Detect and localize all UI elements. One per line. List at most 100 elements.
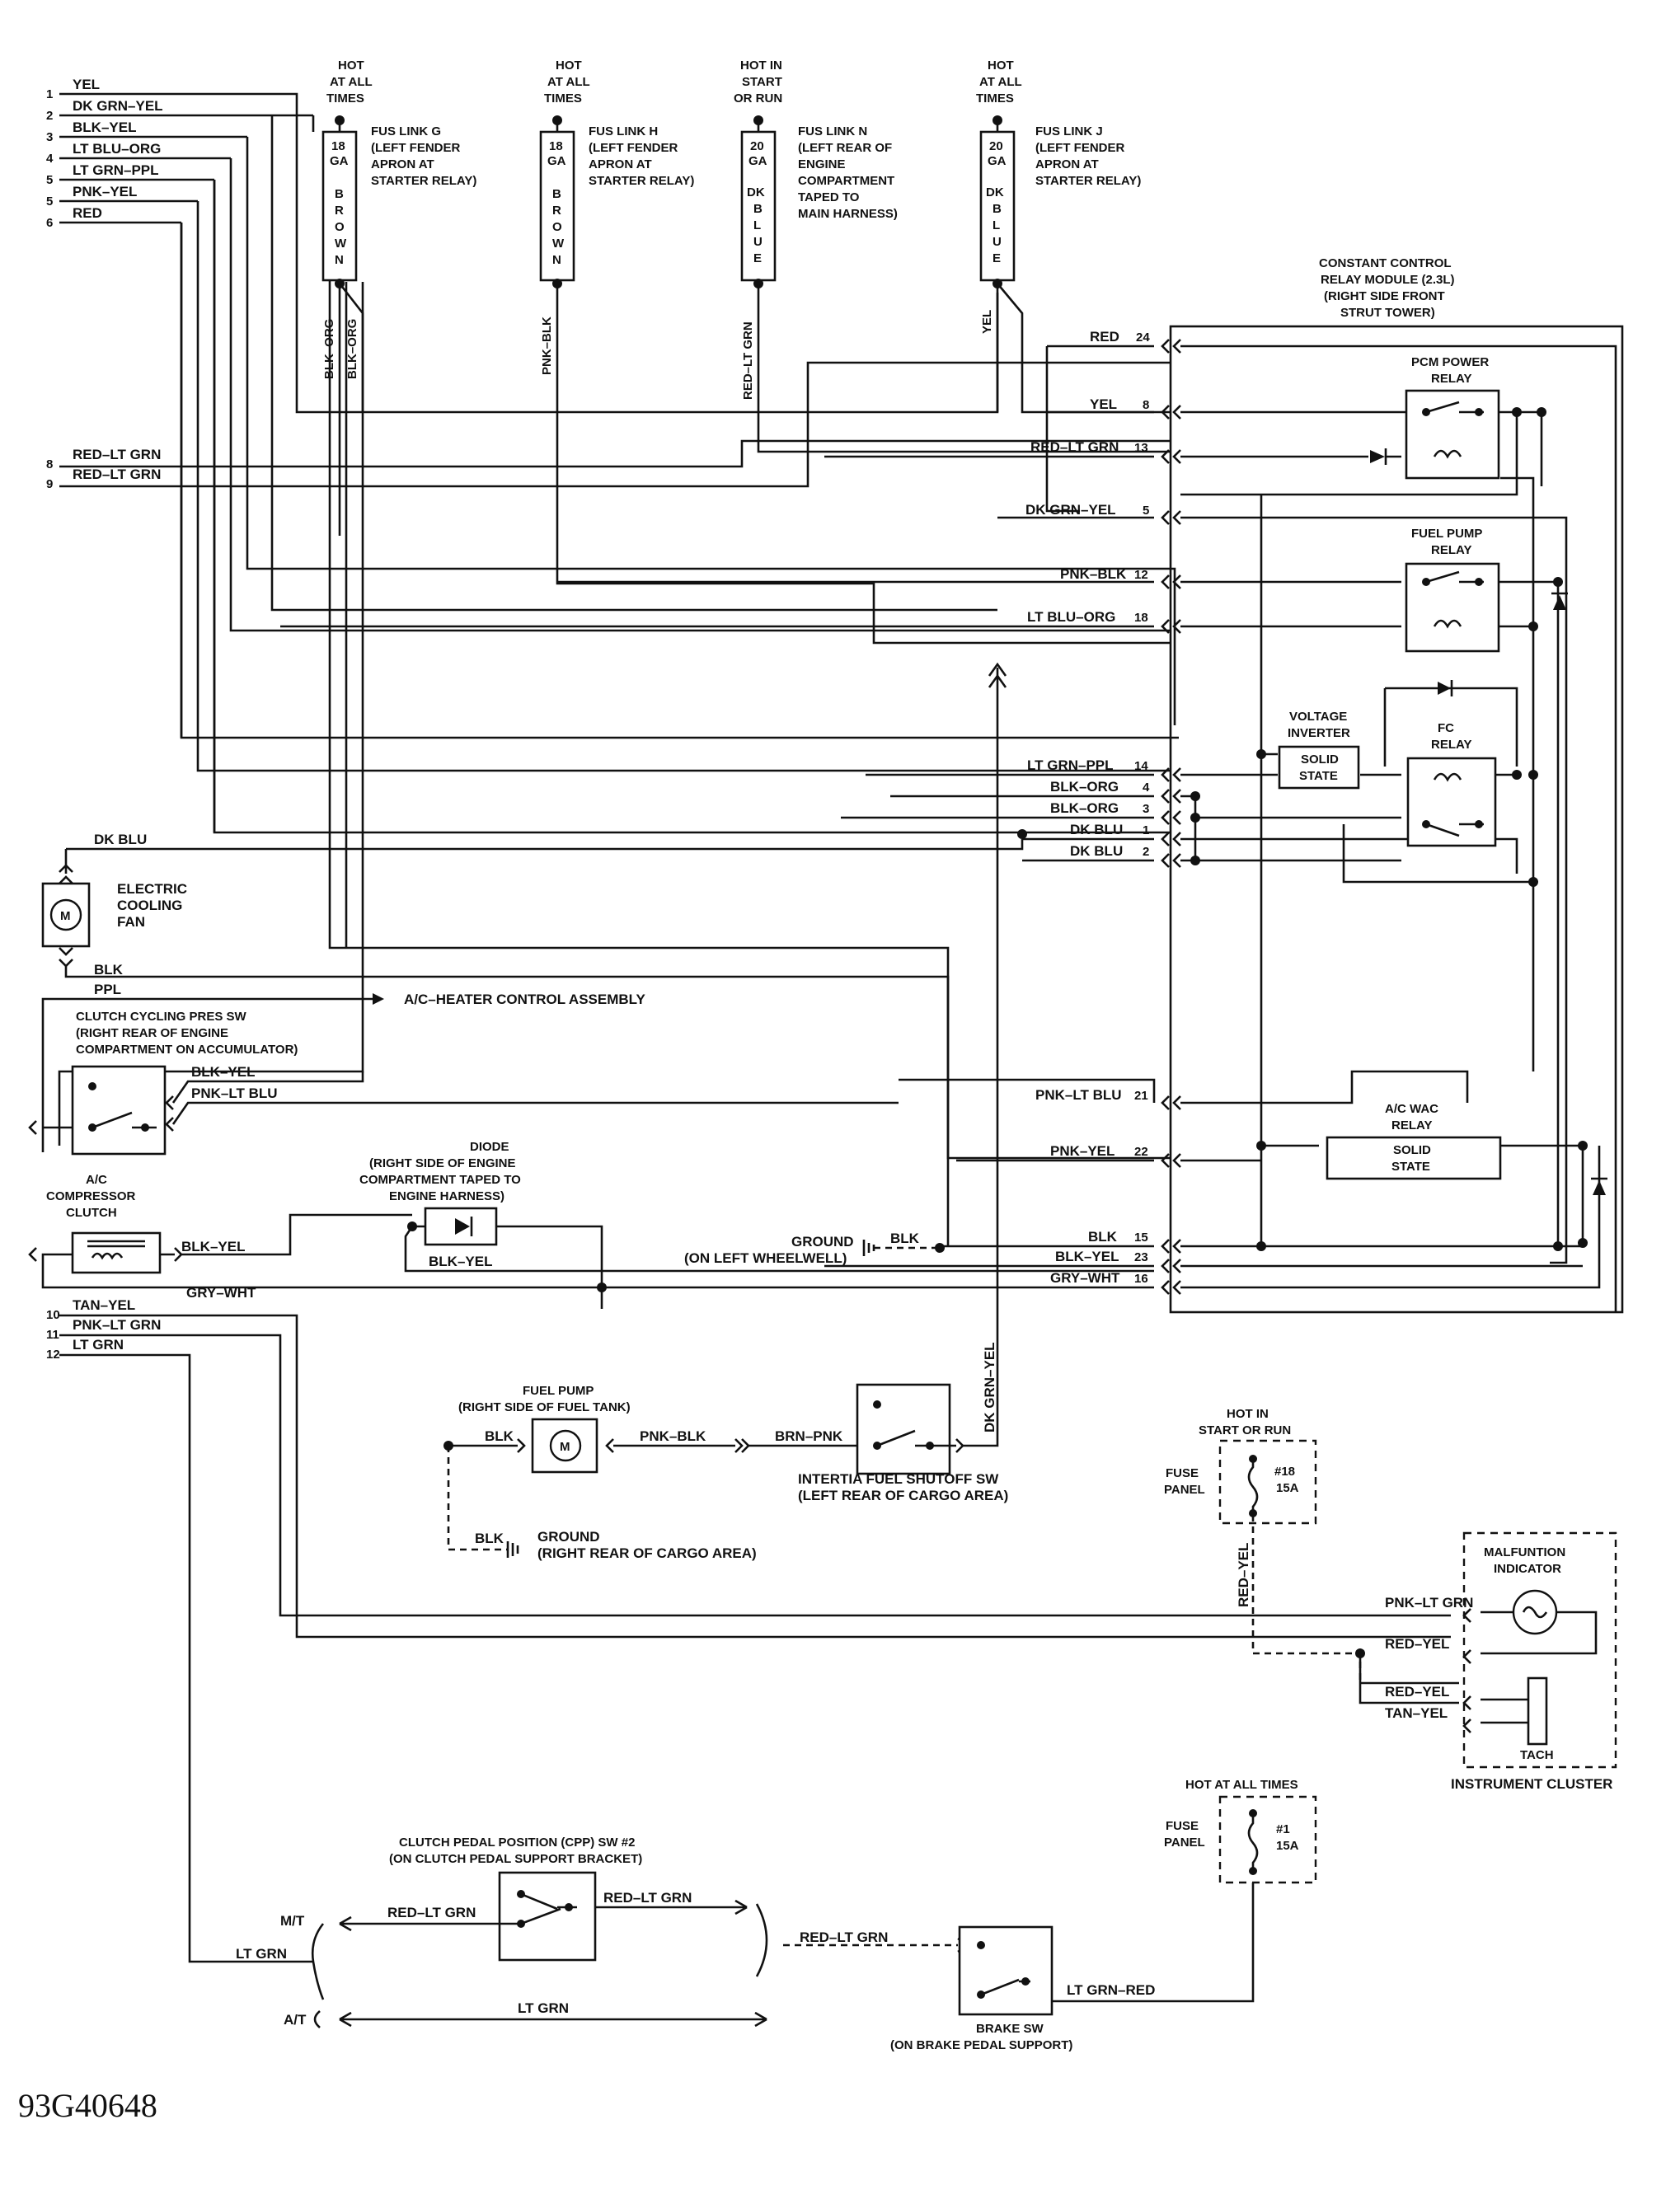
ground-rear-cargo: BLK GROUND (RIGHT REAR OF CARGO AREA) xyxy=(475,1529,757,1561)
fuse-h-name: FUS LINK H xyxy=(589,124,658,138)
compressor-wire-1: BLK–YEL xyxy=(181,1239,245,1254)
fuse-j-gauge-1: 20 xyxy=(989,139,1003,153)
pin-3-num: 3 xyxy=(46,130,53,144)
fuse-n-hot-3: OR RUN xyxy=(734,91,782,105)
brake-label-1: BRAKE SW xyxy=(976,2022,1044,2036)
voltage-inverter xyxy=(1278,745,1360,790)
tach-label: TACH xyxy=(1520,1748,1554,1762)
fan-motor-symbol: M xyxy=(60,909,71,923)
fuse-j-loc-1: (LEFT FENDER xyxy=(1035,141,1124,155)
inertia-fuel-shutoff-switch: DK GRN–YEL INTERTIA FUEL SHUTOFF SW (LEF… xyxy=(798,662,1008,1503)
mil-label-2: INDICATOR xyxy=(1494,1562,1561,1576)
fp-wire-blk: BLK xyxy=(485,1428,514,1444)
figure-id: 93G40648 xyxy=(18,2087,157,2124)
fuse-g-body xyxy=(321,130,358,282)
fc-relay-title-1: FC xyxy=(1438,721,1454,735)
mpin-23-num: 23 xyxy=(1134,1250,1148,1264)
fuse-g-name: FUS LINK G xyxy=(371,124,441,138)
gnd-left-label-2: (ON LEFT WHEELWELL) xyxy=(684,1250,847,1266)
fuse-h-gauge-2: GA xyxy=(547,154,566,168)
pin-9-num: 9 xyxy=(46,477,53,491)
diode-icon xyxy=(1438,680,1453,696)
compressor-label-3: CLUTCH xyxy=(66,1206,117,1220)
module-title-1: CONSTANT CONTROL xyxy=(1319,256,1452,270)
module-title-2: RELAY MODULE (2.3L) xyxy=(1321,273,1455,287)
fuse1-hot: HOT AT ALL TIMES xyxy=(1185,1778,1298,1792)
pin-5-wire: LT GRN–PPL xyxy=(73,162,159,178)
fuse1-rating-1: #1 xyxy=(1276,1822,1290,1836)
fan-label-1: ELECTRIC xyxy=(117,881,187,897)
harness-diode: DIODE (RIGHT SIDE OF ENGINE COMPARTMENT … xyxy=(359,1140,1154,1309)
ac-wac-relay xyxy=(1326,1136,1502,1180)
mpin-18-wire: LT BLU–ORG xyxy=(1027,609,1115,625)
cluster-name: INSTRUMENT CLUSTER xyxy=(1451,1776,1612,1792)
fuse-j-hot-3: TIMES xyxy=(976,91,1014,105)
fuse18-panel-1: FUSE xyxy=(1166,1466,1199,1480)
diode-icon xyxy=(1591,1177,1607,1195)
pcm-relay-title-2: RELAY xyxy=(1431,372,1471,386)
fuse-g-loc-1: (LEFT FENDER xyxy=(371,141,460,155)
pcm-relay-title-1: PCM POWER xyxy=(1411,355,1489,369)
fuse18-panel-2: PANEL xyxy=(1164,1483,1205,1497)
fuel-pump-label-1: FUEL PUMP xyxy=(523,1384,594,1398)
fuse-n-gauge-1: 20 xyxy=(750,139,764,153)
mpin-23-wire: BLK–YEL xyxy=(1055,1249,1119,1264)
ccps-body xyxy=(71,1065,167,1156)
instrument-cluster: MALFUNTION INDICATOR TACH PNK–LT GRN RED… xyxy=(1355,1531,1617,1792)
mpin-22-num: 22 xyxy=(1134,1145,1148,1159)
diode-label-3: COMPARTMENT TAPED TO xyxy=(359,1173,521,1187)
mpin-1-num: 1 xyxy=(1143,823,1149,837)
mpin-12-wire: PNK–BLK xyxy=(1060,566,1127,582)
fuse-n-loc-5: MAIN HARNESS) xyxy=(798,207,898,221)
ground-left-wheelwell: GROUND (ON LEFT WHEELWELL) BLK xyxy=(684,1231,945,1266)
cluster-wire-1: PNK–LT GRN xyxy=(1385,1595,1473,1611)
fuse-j-name: FUS LINK J xyxy=(1035,124,1103,138)
fp-relay-title-1: FUEL PUMP xyxy=(1411,527,1482,541)
module-pin-chevrons xyxy=(1161,339,1181,1295)
mpin-24-num: 24 xyxy=(1136,331,1150,345)
wac-relay-title-1: A/C WAC xyxy=(1385,1102,1438,1116)
pin-12-wire: LT GRN xyxy=(73,1337,124,1353)
fuel-pump-motor-icon xyxy=(549,1429,582,1462)
ccps-label-2: (RIGHT REAR OF ENGINE xyxy=(76,1026,228,1040)
pin-10-wire: TAN–YEL xyxy=(73,1297,135,1313)
mpin-2-num: 2 xyxy=(1143,845,1149,859)
mpin-22-wire: PNK–YEL xyxy=(1050,1143,1115,1159)
fuse-n-loc-3: COMPARTMENT xyxy=(798,174,894,188)
fuse-h-hot-2: AT ALL xyxy=(547,75,590,89)
fan-label-3: FAN xyxy=(117,914,145,930)
cluster-wire-4: TAN–YEL xyxy=(1385,1705,1448,1721)
fuse-g-loc-2: APRON AT xyxy=(371,157,434,171)
pin-5b-wire: PNK–YEL xyxy=(73,184,137,199)
mpin-14-num: 14 xyxy=(1134,759,1148,773)
inertia-wire: DK GRN–YEL xyxy=(982,1342,997,1432)
ac-heater-control: PPL A/C–HEATER CONTROL ASSEMBLY xyxy=(41,982,645,1152)
ppl-wire-label: PPL xyxy=(94,982,121,997)
fuse-j-body xyxy=(979,130,1016,282)
cpp-lt-grn-at: LT GRN xyxy=(518,2000,569,2016)
fuse-g-hot-3: TIMES xyxy=(326,91,364,105)
fuse-n-body xyxy=(740,130,777,282)
harness-wires xyxy=(58,92,1179,1160)
cpp-at: A/T xyxy=(284,2012,307,2028)
fuse-h-hot-1: HOT xyxy=(556,59,582,73)
gnd-rear-wire: BLK xyxy=(475,1531,504,1546)
mpin-4-num: 4 xyxy=(1143,781,1150,795)
pin-9-wire: RED–LT GRN xyxy=(73,467,161,482)
pin-5-num: 5 xyxy=(46,173,53,187)
electric-cooling-fan: DK BLU M BLK ELECTRIC COOLING FAN xyxy=(41,832,1024,1246)
pin-6-wire: RED xyxy=(73,205,102,221)
gnd-left-wire: BLK xyxy=(890,1231,920,1246)
fuel-pump-relay xyxy=(1405,562,1500,653)
mpin-21-num: 21 xyxy=(1134,1089,1148,1103)
fuse18-rating-2: 15A xyxy=(1276,1481,1299,1495)
pin-8-num: 8 xyxy=(46,457,53,471)
brake-switch-body xyxy=(958,1925,1054,2016)
fan-bottom-wire-label: BLK xyxy=(94,962,124,978)
fuse-h-body xyxy=(539,130,575,282)
compressor-label-1: A/C xyxy=(86,1173,107,1187)
wac-relay-title-2: RELAY xyxy=(1391,1118,1432,1132)
fuse-g-hot-1: HOT xyxy=(338,59,364,73)
